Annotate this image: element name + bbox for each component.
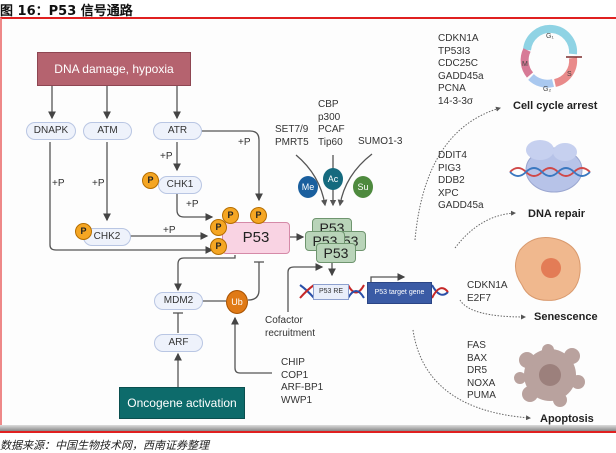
phospho-label-chk2-p53: +P: [163, 225, 176, 236]
acetylation-badge: Ac: [323, 168, 343, 190]
atr-node: ATR: [153, 122, 202, 140]
p53-protein: P53: [222, 222, 290, 254]
dotted-to-dna-repair: [454, 210, 516, 249]
acetylase-list: CBP p300 PCAF Tip60: [318, 99, 345, 148]
chk1-node: CHK1: [158, 176, 202, 194]
sumoylation-badge: Su: [353, 176, 373, 198]
phospho-badge-chk2: P: [75, 223, 92, 240]
senescence-gene-list: CDKN1A E2F7: [467, 280, 508, 304]
atm-node: ATM: [83, 122, 132, 140]
phospho-label-chk1-p53: +P: [186, 199, 199, 210]
cell-cycle-diagram: [520, 24, 578, 88]
phase-g2: G₂: [543, 86, 551, 93]
phospho-badge-p53-3: P: [210, 219, 227, 236]
oncogene-activation-box: Oncogene activation: [119, 387, 245, 419]
sumo-list: SUMO1-3: [358, 136, 403, 147]
phospho-badge-p53-1: P: [222, 207, 239, 224]
apoptotic-cell-icon: [514, 344, 585, 407]
methylase-list: SET7/9 PMRT5: [275, 124, 309, 148]
phospho-label-atr-chk1: +P: [160, 151, 173, 162]
methylation-badge: Me: [298, 176, 318, 198]
p53-tetramer-subunit-4: P53: [316, 243, 356, 263]
outcome-apoptosis: Apoptosis: [540, 413, 594, 425]
dna-damage-box: DNA damage, hypoxia: [37, 52, 191, 86]
arrow-e3-ub: [231, 316, 272, 374]
phase-m: M: [522, 61, 528, 68]
phospho-badge-p53-4: P: [210, 238, 227, 255]
cofactor-recruitment-label: Cofactor recruitment: [265, 315, 316, 339]
dotted-to-senescence: [459, 299, 526, 320]
p53-target-gene: P53 target gene: [367, 282, 432, 304]
phospho-label-atr-p53: +P: [238, 137, 251, 148]
dotted-to-apoptosis: [412, 329, 531, 421]
outcome-dna-repair: DNA repair: [528, 208, 586, 220]
arrow-dnapk-p53: [49, 142, 214, 254]
phospho-label-atm: +P: [92, 178, 105, 189]
outcome-cell-cycle-arrest: Cell cycle arrest: [513, 100, 598, 112]
figure-title: 图 16：P53 信号通路: [0, 4, 133, 19]
phospho-badge-p53-2: P: [250, 207, 267, 224]
phospho-badge-chk1: P: [142, 172, 159, 189]
outcome-senescence: Senescence: [534, 311, 598, 323]
phase-s: S: [567, 71, 572, 78]
ubiquitin-badge: Ub: [226, 290, 248, 314]
figure-source: 数据来源：中国生物技术网，西南证券整理: [0, 439, 209, 452]
cell-cycle-gene-list: CDKN1A TP53I3 CDC25C GADD45a PCNA 14-3-3…: [438, 33, 484, 107]
arrow-chk1-p53: [176, 192, 214, 221]
senescent-cell-icon: [515, 237, 581, 301]
mdm2-node: MDM2: [154, 292, 203, 310]
arrow-atr-p53: [200, 130, 263, 202]
phospho-label-dnapk: +P: [52, 178, 65, 189]
frame-bottom-bar: [0, 425, 616, 433]
inhibit-ub-p53: [247, 262, 260, 301]
e3-ligase-list: CHIP COP1 ARF-BP1 WWP1: [281, 357, 324, 406]
arf-node: ARF: [154, 334, 203, 352]
p53-response-element: P53 RE: [313, 284, 349, 300]
dna-repair-gene-list: DDIT4 PIG3 DDB2 XPC GADD45a: [438, 150, 484, 211]
arrow-cofactor: [287, 263, 324, 312]
arrow-p53-mdm2: [174, 255, 236, 292]
dnapk-node: DNAPK: [26, 122, 76, 140]
phase-g1: G₁: [546, 33, 554, 40]
dotted-to-cell-cycle: [414, 106, 501, 241]
dna-repair-complex-icon: [509, 140, 591, 193]
apoptosis-gene-list: FAS BAX DR5 NOXA PUMA: [467, 340, 496, 401]
